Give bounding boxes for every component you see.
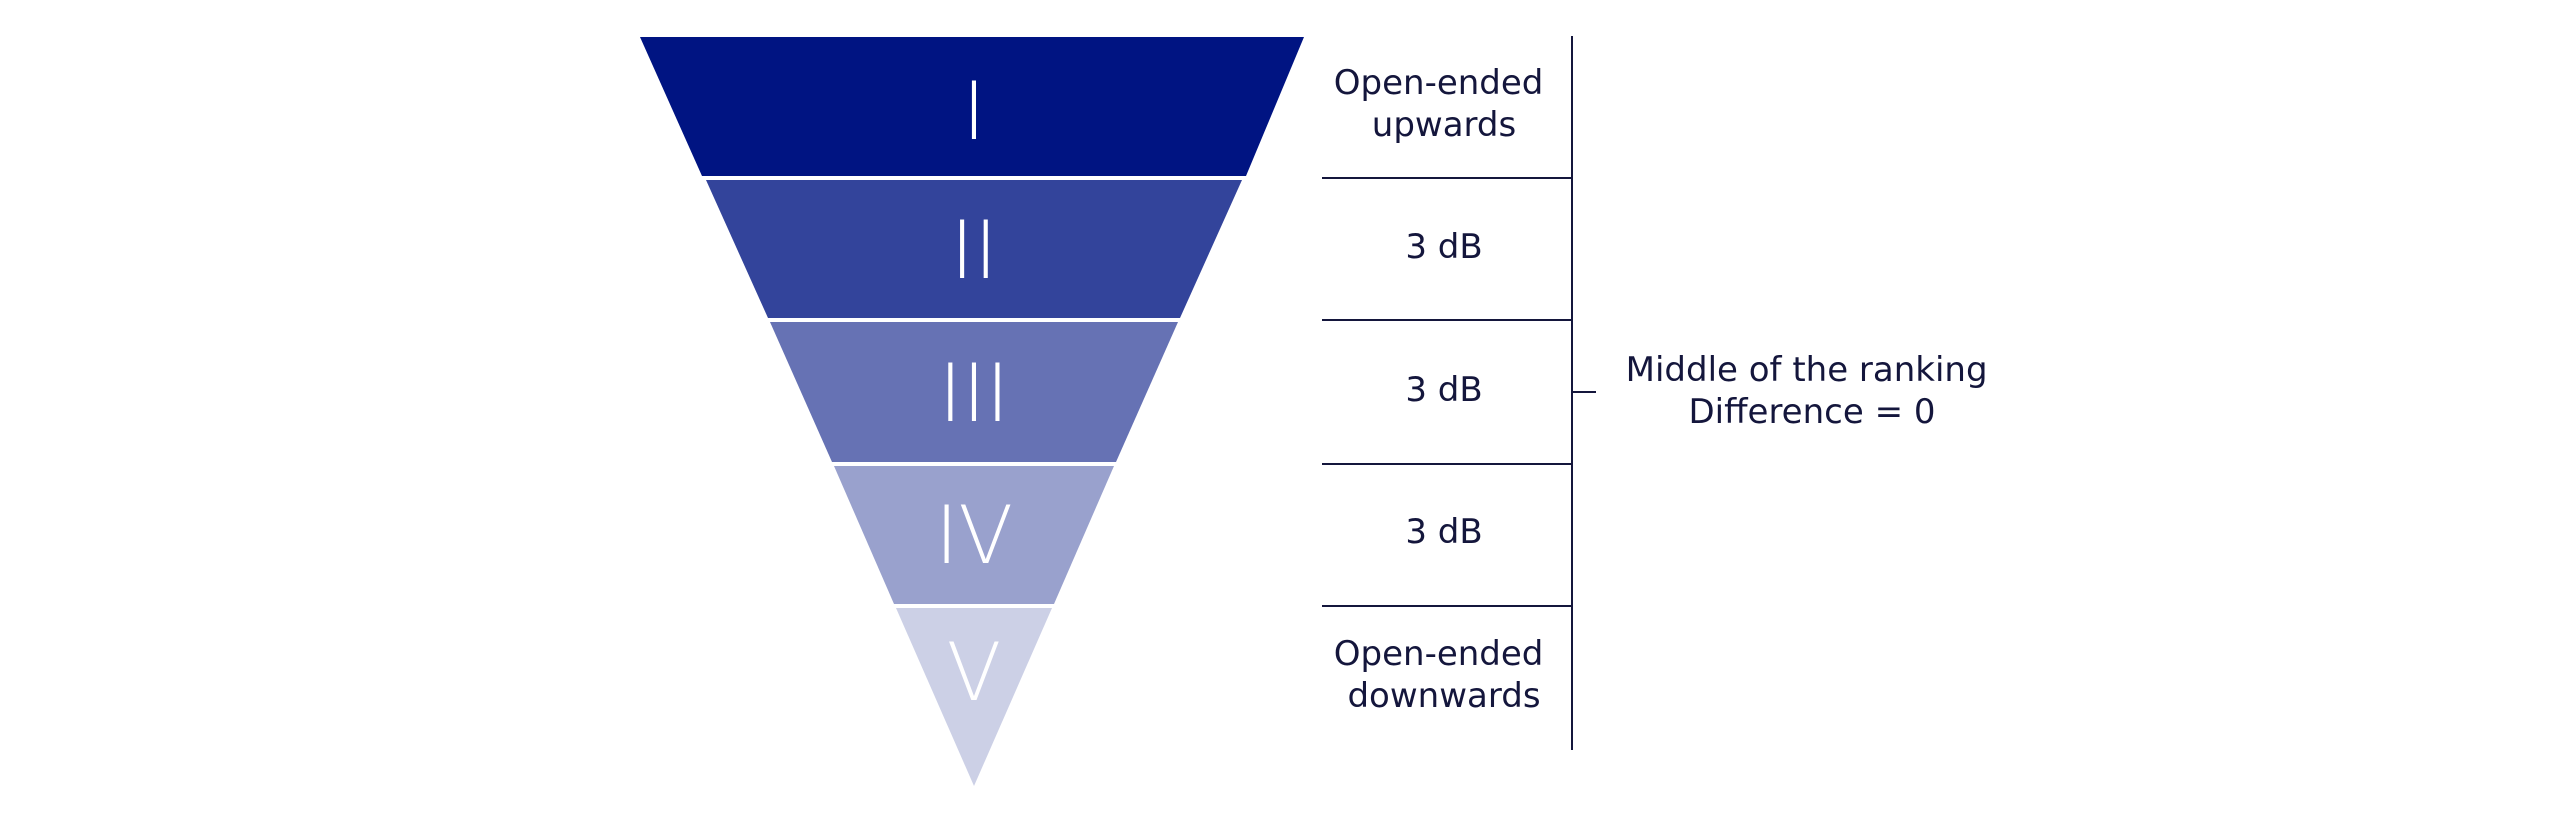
band-5-line-1: Open-ended bbox=[1334, 634, 1544, 674]
funnel-level-4 bbox=[834, 466, 1114, 604]
band-rules bbox=[1322, 36, 1596, 750]
funnel-level-1 bbox=[640, 37, 1304, 176]
band-1-line-2: upwards bbox=[1372, 105, 1516, 145]
funnel-level-4-label: IV bbox=[935, 489, 1013, 582]
funnel-level-5 bbox=[896, 608, 1052, 786]
band-5-line-2: downwards bbox=[1347, 676, 1540, 716]
middle-note-line-1: Middle of the ranking bbox=[1626, 350, 1988, 390]
band-1-label: Open-ended upwards bbox=[1334, 63, 1554, 145]
funnel-level-3 bbox=[770, 322, 1178, 462]
funnel-level-2 bbox=[706, 180, 1242, 318]
middle-note-line-2: Difference = 0 bbox=[1688, 392, 1935, 432]
band-1-line-1: Open-ended bbox=[1334, 63, 1544, 103]
band-2-label: 3 dB bbox=[1405, 227, 1482, 267]
funnel-level-1-label: I bbox=[962, 65, 986, 158]
band-labels: Open-ended upwards 3 dB 3 dB 3 dB Open-e… bbox=[1334, 63, 1554, 716]
funnel-level-5-label: V bbox=[947, 626, 1002, 719]
band-3-label: 3 dB bbox=[1405, 370, 1482, 410]
band-4-label: 3 dB bbox=[1405, 512, 1482, 552]
funnel: I II III IV V bbox=[640, 37, 1304, 786]
funnel-level-3-label: III bbox=[939, 347, 1010, 440]
band-5-label: Open-ended downwards bbox=[1334, 634, 1554, 716]
middle-of-ranking-note: Middle of the ranking Difference = 0 bbox=[1626, 350, 1999, 432]
funnel-level-2-label: II bbox=[950, 204, 997, 297]
